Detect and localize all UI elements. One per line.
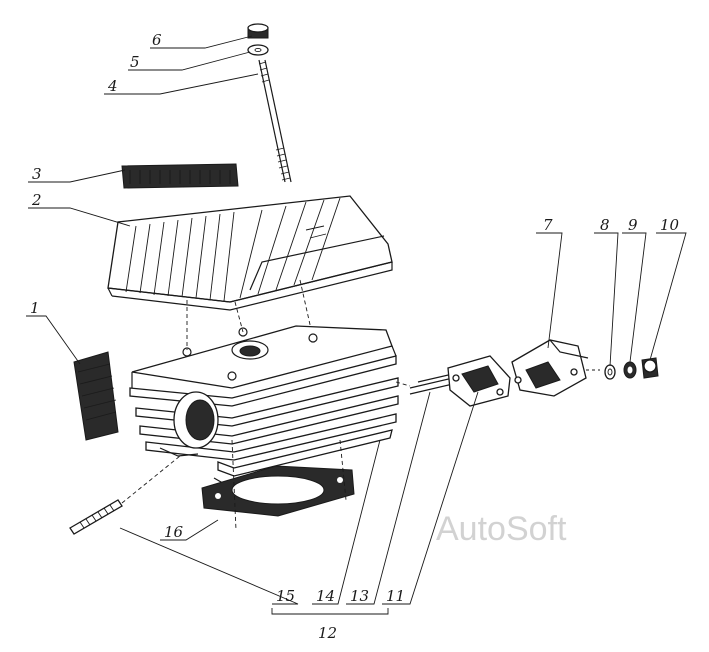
- base-gasket: [201, 439, 355, 531]
- washers-and-nut: [604, 357, 659, 380]
- callout-16: 16: [164, 523, 184, 541]
- callout-12: 12: [318, 624, 337, 642]
- callout-15: 15: [276, 587, 295, 605]
- cylinder-block: [129, 325, 399, 487]
- heat-shield-block: [73, 351, 119, 441]
- leader-lines: [26, 35, 687, 615]
- watermark-text: AutoSoft: [436, 510, 567, 548]
- intake-gasket: [447, 355, 511, 407]
- callout-7: 7: [543, 216, 553, 234]
- callout-4: 4: [107, 77, 118, 95]
- heat-shield-bar: [121, 163, 239, 189]
- callout-1: 1: [30, 299, 40, 317]
- callout-11: 11: [386, 587, 405, 605]
- stud-assembly: [247, 23, 292, 183]
- callout-5: 5: [130, 53, 140, 71]
- callout-14: 14: [316, 587, 335, 605]
- intake-manifold: [511, 339, 600, 397]
- cylinder-head: [107, 195, 393, 350]
- callout-6: 6: [152, 31, 162, 49]
- callout-8: 8: [600, 216, 610, 234]
- callout-3: 3: [32, 165, 42, 183]
- short-stud: [69, 455, 181, 535]
- callout-9: 9: [628, 216, 638, 234]
- callout-2: 2: [31, 191, 42, 209]
- callout-13: 13: [350, 587, 369, 605]
- callout-10: 10: [660, 216, 680, 234]
- callout-labels: 6 5 4 3 2 1 7 8 9 10 11 13 14 15 16 12: [30, 31, 680, 642]
